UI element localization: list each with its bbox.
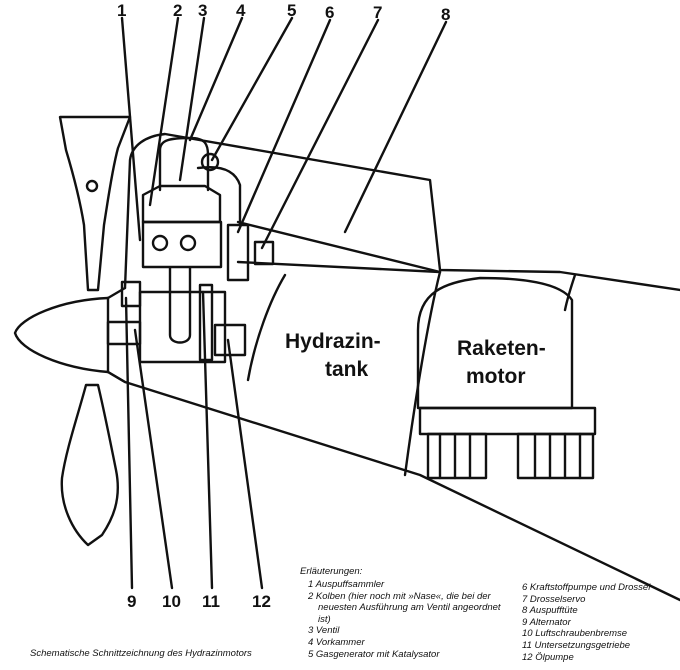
legend-item: 5 Gasgenerator mit Katalysator — [308, 648, 440, 660]
propeller-lower-blade — [60, 383, 120, 547]
gas-generator — [200, 152, 220, 172]
callout-12: 12 — [252, 592, 271, 611]
callout-11: 11 — [202, 592, 220, 611]
callout-8: 8 — [441, 5, 450, 24]
callout-9: 9 — [127, 592, 136, 611]
rocket-motor-body — [416, 276, 574, 410]
callout-5: 5 — [287, 1, 296, 20]
connecting-rod — [168, 266, 192, 344]
legend-item: 10 Luftschraubenbremse — [522, 628, 628, 640]
legend-item: 1 Auspuffsammler — [308, 579, 385, 590]
callout-10: 10 — [162, 592, 181, 611]
tank-rear-bulkhead — [403, 270, 442, 477]
legend-item: 6 Kraftstoffpumpe und Drossel — [522, 582, 651, 593]
nozzle-block-left — [426, 432, 488, 480]
legend-item: 12 Ölpumpe — [522, 651, 574, 663]
nozzle-block-right — [516, 432, 595, 480]
callout-3: 3 — [198, 1, 207, 20]
throttle-servo — [226, 223, 250, 282]
legend-item: neuesten Ausführung am Ventil angeordnet — [318, 602, 501, 614]
propeller-upper-blade — [58, 115, 132, 292]
tank-label-line2: tank — [325, 358, 369, 381]
legend-left-column: 1 Auspuffsammler 2 Kolben (hier noch mit… — [308, 579, 501, 660]
legend-item: 8 Auspufftüte — [522, 605, 578, 617]
cylinder — [141, 220, 223, 269]
alternator — [120, 280, 142, 308]
propeller-shaft — [106, 320, 142, 346]
legend-item: 2 Kolben (hier noch mit »Nase«, die bei … — [308, 590, 491, 602]
motor-label-line2: motor — [466, 365, 526, 388]
legend-item: 4 Vorkammer — [308, 636, 365, 648]
motor-label-line1: Raketen- — [457, 337, 546, 360]
legend-item: 9 Alternator — [522, 616, 571, 628]
figure-caption: Schematische Schnittzeichnung des Hydraz… — [30, 648, 252, 659]
callout-4: 4 — [236, 1, 246, 20]
propeller-hole — [85, 179, 99, 193]
cylinder-head — [141, 184, 222, 224]
tank-label-line1: Hydrazin- — [285, 330, 381, 353]
gear-housing — [198, 283, 214, 362]
tank-front-bulkhead — [246, 273, 287, 382]
legend-item: 7 Drosselservo — [522, 593, 586, 605]
legend-item: ist) — [318, 613, 331, 625]
callout-2: 2 — [173, 1, 182, 20]
legend-item: 3 Ventil — [308, 625, 340, 637]
callout-1: 1 — [117, 1, 126, 20]
propeller-spinner — [13, 296, 110, 374]
legend-title: Erläuterungen: — [300, 566, 363, 577]
legend-right-column: 6 Kraftstoffpumpe und Drossel 7 Drossels… — [522, 582, 650, 663]
callout-7: 7 — [373, 3, 382, 22]
fuselage-rear-frame — [563, 273, 577, 312]
fuselage-lower-line — [106, 370, 680, 602]
fuselage-outline — [123, 132, 680, 292]
legend-item: 11 Untersetzungsgetriebe — [522, 639, 631, 651]
callout-6: 6 — [325, 3, 334, 22]
